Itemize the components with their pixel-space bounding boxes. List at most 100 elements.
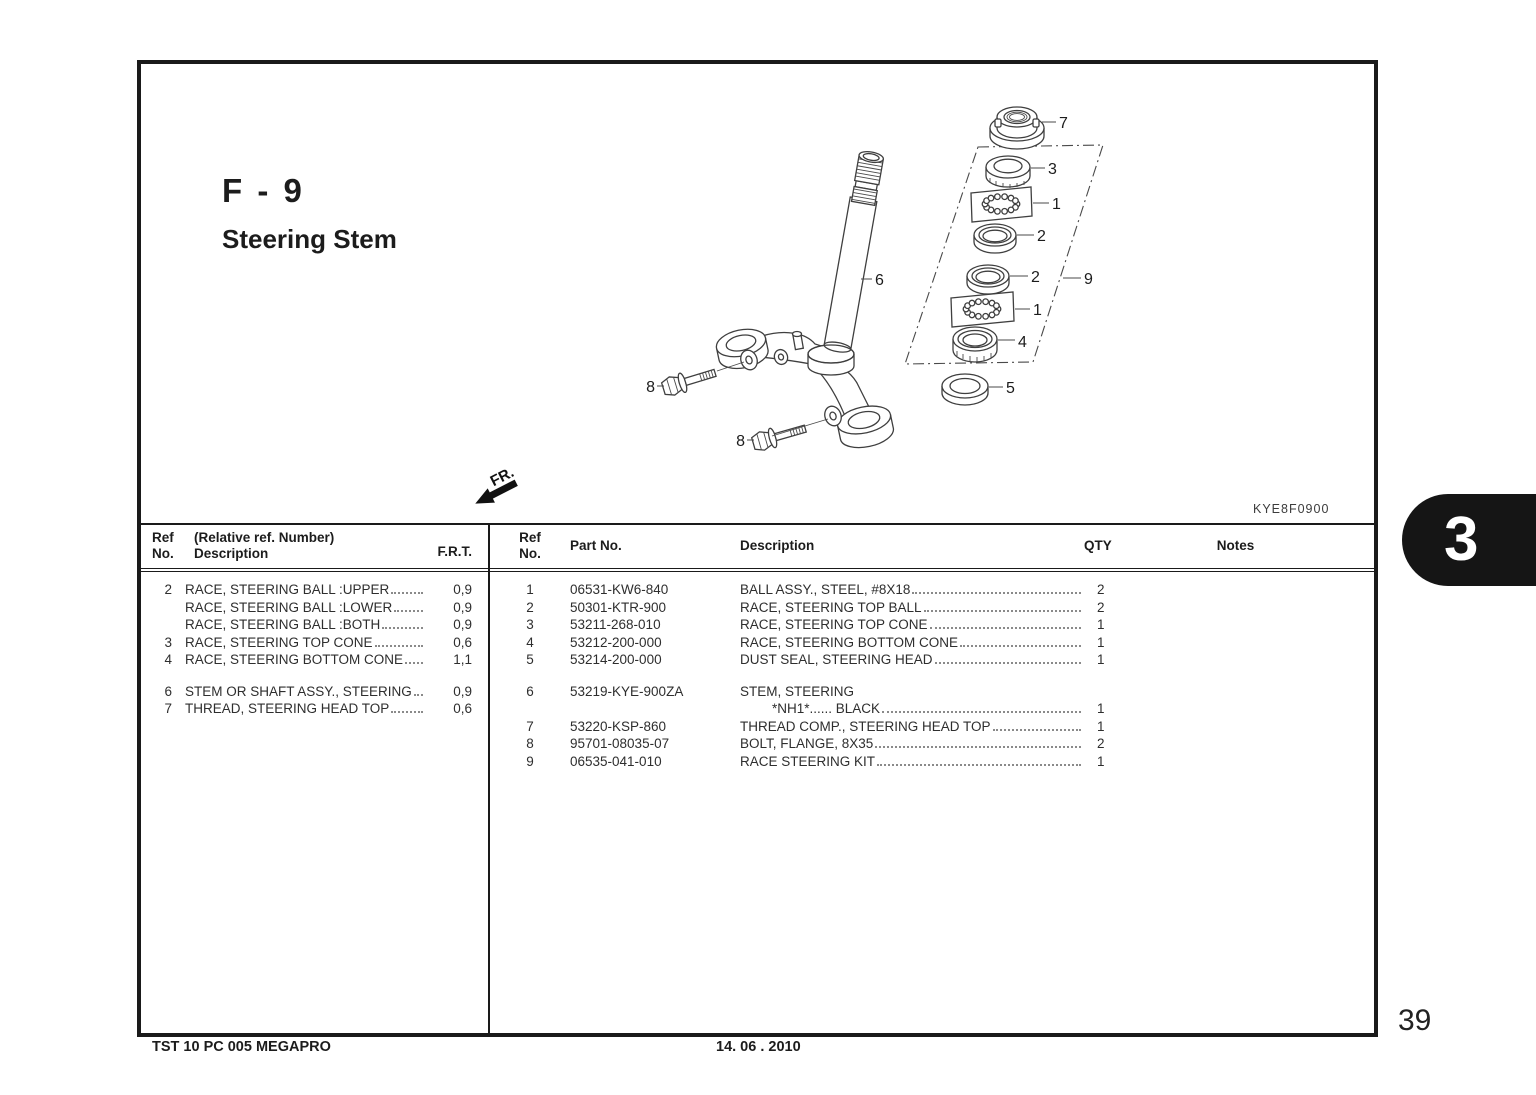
ref-cell: 3 [164, 634, 172, 650]
ref-cell: 2 [164, 582, 172, 597]
description-cell: RACE, STEERING TOP CONE [172, 634, 426, 652]
qty-cell: 1 [1097, 634, 1105, 650]
qty-cell: 2 [1097, 599, 1105, 615]
qty-cell: 2 [1097, 582, 1105, 597]
description-cell: BOLT, FLANGE, 8X35 [740, 735, 1084, 753]
description-cell: STEM OR SHAFT ASSY., STEERING [172, 683, 426, 701]
qty-cell: 2 [1097, 736, 1105, 751]
description-cell: STEM, STEERING [740, 683, 1084, 701]
description-text: RACE, STEERING TOP CONE [185, 634, 373, 650]
description-text: RACE, STEERING BOTTOM CONE [185, 652, 404, 667]
description-cell: THREAD COMP., STEERING HEAD TOP [740, 718, 1084, 736]
ref-cell: 1 [526, 582, 534, 597]
diagram-callout-2: 2 [1037, 228, 1046, 245]
table-row: 5 53214-200-000 DUST SEAL, STEERING HEAD 1 [490, 651, 1374, 669]
part-5-dust-seal [941, 373, 989, 406]
dotted-leader [992, 728, 1081, 731]
description-cell: DUST SEAL, STEERING HEAD [740, 651, 1084, 669]
header-ref-no: Ref No. [152, 530, 174, 561]
title-block: F - 9 Steering Stem [222, 172, 397, 255]
part-3-top-cone-race [985, 155, 1031, 188]
dotted-leader [413, 693, 423, 696]
header-description: Description [740, 538, 815, 553]
bottom-bridge [715, 328, 895, 449]
description-cell: RACE, STEERING BOTTOM CONE [740, 634, 1084, 652]
ref-cell: 8 [526, 736, 534, 751]
description-cell: RACE, STEERING BOTTOM CONE [172, 651, 426, 669]
description-text: BOLT, FLANGE, 8X35 [740, 736, 874, 751]
part-6-steering-stem [823, 151, 885, 353]
dotted-leader [882, 711, 1081, 713]
header-qty: QTY [1084, 538, 1112, 553]
chapter-tab-number: 3 [1444, 505, 1479, 574]
part-2-upper-race [973, 223, 1017, 254]
diagram-callout-8: 8 [646, 379, 655, 396]
frt-table-header: Ref No. (Relative ref. Number) Descripti… [141, 525, 488, 572]
parts-tables: Ref No. (Relative ref. Number) Descripti… [141, 523, 1374, 1033]
diagram-callout-5: 5 [1006, 380, 1015, 397]
dotted-leader [405, 662, 423, 664]
diagram-callout-1: 1 [1052, 196, 1061, 213]
dotted-leader [929, 627, 1081, 629]
table-row [141, 669, 488, 683]
part-no-cell: 53214-200-000 [570, 652, 662, 667]
footer-catalog-code: TST 10 PC 005 MEGAPRO [152, 1039, 331, 1055]
part-7-head-top-nut [989, 106, 1045, 150]
diagram-callout-4: 4 [1018, 334, 1027, 351]
fr-direction-arrow: FR. [475, 464, 518, 504]
description-cell: RACE STEERING KIT [740, 753, 1084, 771]
dotted-leader [374, 644, 423, 647]
parts-table-header: Ref No. Part No. Description QTY Notes [490, 525, 1374, 572]
part-1-lower-ball-assy [950, 291, 1015, 328]
ref-cell: 7 [164, 701, 172, 716]
description-cell: RACE, STEERING TOP CONE [740, 616, 1084, 634]
description-cell: RACE, STEERING BALL :LOWER [172, 599, 426, 617]
frt-table: Ref No. (Relative ref. Number) Descripti… [141, 525, 490, 1033]
part-4-bottom-cone-race [952, 326, 998, 363]
description-text: STEM, STEERING [740, 683, 855, 699]
part-1-upper-ball-assy [970, 186, 1033, 223]
dotted-leader [391, 592, 423, 594]
ref-cell: 5 [526, 652, 534, 667]
frt-cell: 0,6 [453, 634, 472, 650]
frt-cell: 0,9 [453, 599, 472, 615]
ref-cell: 9 [526, 753, 534, 769]
dotted-leader [960, 644, 1081, 647]
qty-cell: 1 [1097, 652, 1105, 667]
table-row [490, 669, 1374, 683]
description-cell: BALL ASSY., STEEL, #8X18 [740, 581, 1084, 599]
stem-socket-rim [807, 344, 855, 364]
description-text: DUST SEAL, STEERING HEAD [740, 652, 933, 667]
page-number: 39 [1398, 1004, 1432, 1037]
page-frame: F - 9 Steering Stem [137, 60, 1378, 1037]
diagram-callout-1: 1 [1033, 302, 1042, 319]
dotted-leader [877, 763, 1081, 766]
description-text: RACE, STEERING BALL :UPPER [185, 582, 390, 597]
dotted-leader [875, 746, 1081, 748]
diagram-callout-7: 7 [1059, 115, 1068, 132]
frt-cell: 0,9 [453, 617, 472, 632]
frt-cell: 0,6 [453, 701, 472, 716]
description-cell: THREAD, STEERING HEAD TOP [172, 700, 426, 718]
diagram-code: KYE8F0900 [1253, 502, 1330, 516]
description-text: BALL ASSY., STEEL, #8X18 [740, 582, 911, 597]
ref-cell: 2 [526, 599, 534, 615]
header-notes: Notes [1216, 538, 1255, 553]
frt-cell: 1,1 [453, 652, 472, 667]
bearing-balls [962, 193, 1021, 320]
description-text: RACE STEERING KIT [740, 753, 876, 769]
